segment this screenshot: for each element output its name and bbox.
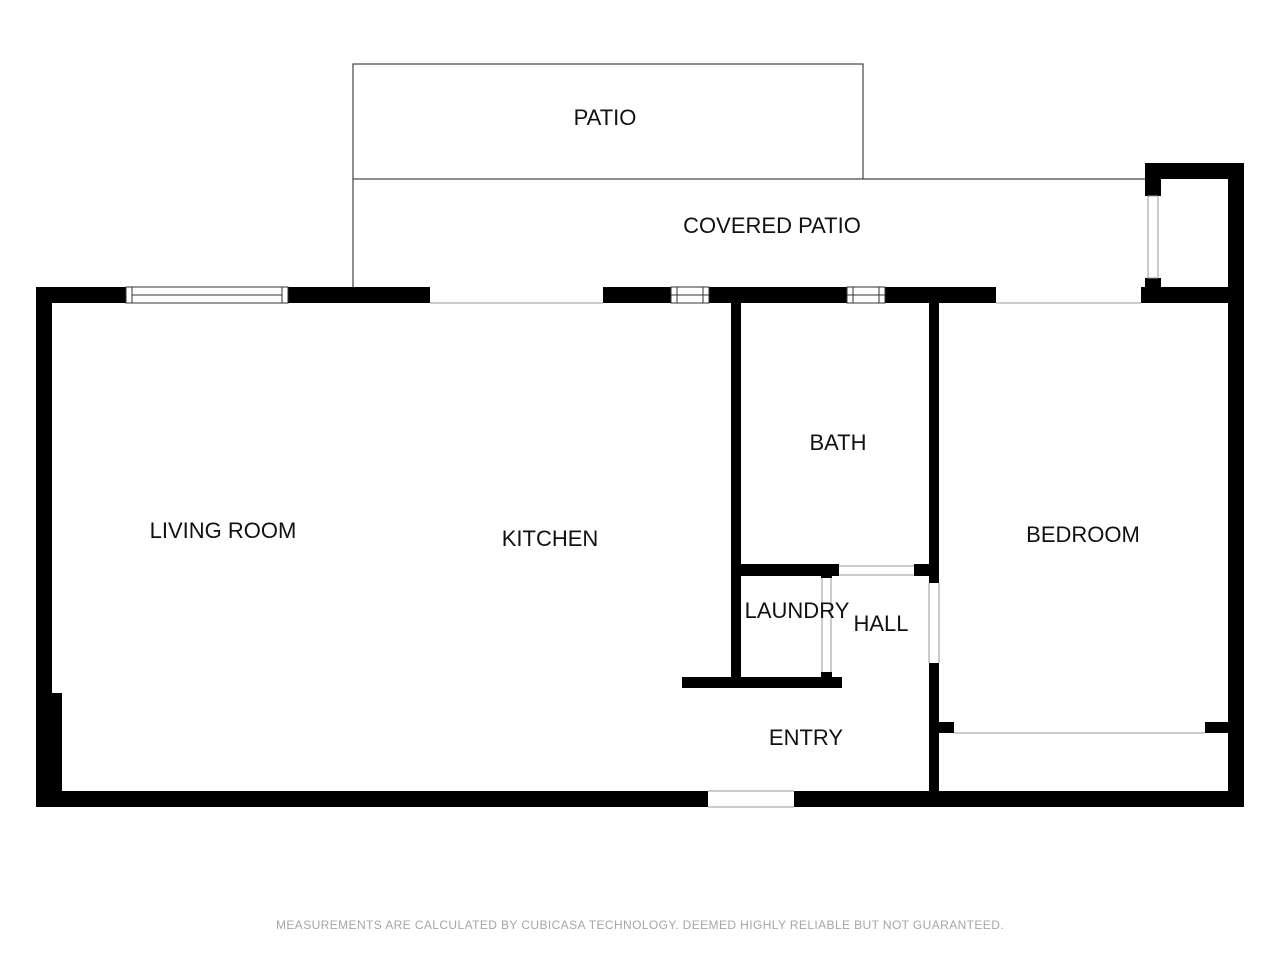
room-label-living-room: LIVING ROOM <box>150 518 297 543</box>
patio-outline <box>352 63 1147 288</box>
door-openings <box>430 195 1205 808</box>
room-label-covered-patio: COVERED PATIO <box>683 213 861 238</box>
room-label-bedroom: BEDROOM <box>1026 522 1140 547</box>
room-label-entry: ENTRY <box>769 725 843 750</box>
room-label-hall: HALL <box>853 611 908 636</box>
room-label-patio: PATIO <box>574 105 637 130</box>
walls <box>36 163 1244 807</box>
windows <box>125 286 886 304</box>
room-label-bath: BATH <box>809 430 866 455</box>
room-label-laundry: LAUNDRY <box>745 598 850 623</box>
measurement-disclaimer: MEASUREMENTS ARE CALCULATED BY CUBICASA … <box>276 918 1004 932</box>
room-label-kitchen: KITCHEN <box>502 526 599 551</box>
